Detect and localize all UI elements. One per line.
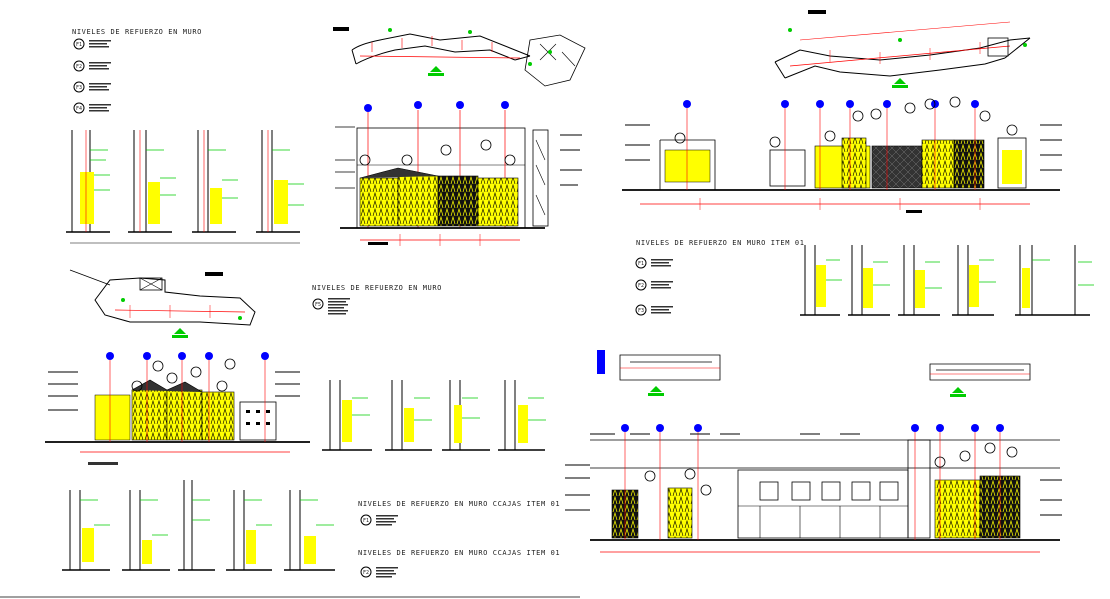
wall-section-1-3: [192, 130, 238, 233]
heading-muro-item: NIVELES DE REFUERZO EN MURO ITEM 01: [636, 239, 805, 247]
elevation-1: [335, 101, 582, 246]
wall-sections-row-1: [66, 130, 304, 244]
wall-sections-row-3: [322, 380, 546, 451]
legend-block-c: F1 F2 F3: [635, 257, 673, 316]
legend-tag-f2: F2: [73, 60, 111, 72]
legend-tag-label: F5: [315, 302, 321, 308]
heading-muro-1: NIVELES DE REFUERZO EN MURO: [72, 28, 202, 36]
legend-tag-label: F3: [76, 85, 82, 91]
heading-cajas-2: NIVELES DE REFUERZO EN MURO CCAJAS ITEM …: [358, 549, 561, 557]
legend-block-b: F5: [312, 298, 350, 315]
heading-muro-2: NIVELES DE REFUERZO EN MURO: [312, 284, 442, 292]
wall-section-1-1: [66, 130, 110, 233]
legend-tag-label: F1: [638, 261, 644, 267]
legend-tag-f1: F1: [73, 38, 111, 50]
legend-tag-label: F1: [363, 518, 369, 524]
wall-section-1-2: [128, 130, 176, 233]
legend-tag-label: F2: [76, 64, 82, 70]
wall-sections-row-4: [62, 480, 335, 571]
plan-3: [69, 269, 256, 338]
small-plans: [597, 350, 1031, 397]
wall-section-1-4: [256, 130, 304, 233]
legend-tag-label: F3: [638, 308, 644, 314]
legend-tag-f4: F4: [73, 102, 111, 114]
legend-tag-label: F1: [76, 42, 82, 48]
curved-plan-1: [333, 27, 586, 87]
elevation-2: [622, 96, 1062, 213]
legend-tag-f3: F3: [73, 81, 111, 93]
wall-sections-row-2: [800, 245, 1094, 316]
legend-block-a: F1 F2 F3 F4: [73, 38, 111, 114]
heading-cajas-1: NIVELES DE REFUERZO EN MURO CCAJAS ITEM …: [358, 500, 561, 508]
legend-tag-label: F2: [363, 570, 369, 576]
legend-tag-label: F2: [638, 283, 644, 289]
elevation-4: [565, 424, 1062, 553]
elevation-3: [45, 352, 310, 465]
legend-tag-label: F4: [76, 106, 82, 112]
legend-block-d: F1 F2: [360, 514, 398, 578]
curved-plan-2: [774, 10, 1031, 88]
